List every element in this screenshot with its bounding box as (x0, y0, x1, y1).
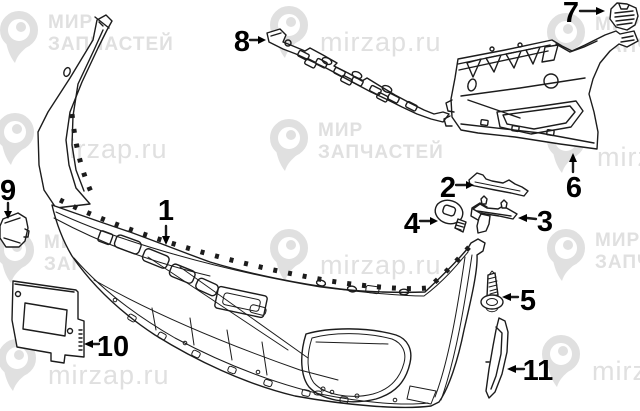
watermark-tile: mirzap.ru (538, 330, 640, 388)
callout-1-label[interactable]: 1 (158, 195, 174, 227)
callout-11[interactable]: 11 (507, 355, 553, 387)
bumper-body (51, 204, 486, 409)
callout-8-label[interactable]: 8 (234, 26, 250, 58)
watermark-site: mirzap.ru (597, 142, 640, 172)
callout-6[interactable]: 6 (566, 153, 582, 204)
part-details (442, 204, 467, 233)
callout-5-label[interactable]: 5 (520, 285, 536, 317)
part-10-license-plate-bracket[interactable] (11, 280, 85, 364)
part-details (14, 283, 83, 351)
part-details (3, 217, 30, 244)
watermark-tile: mirzap.ru (266, 224, 442, 282)
part-outline (0, 212, 29, 248)
part-5-screw[interactable] (480, 270, 504, 313)
callout-2[interactable]: 2 (440, 172, 474, 204)
callout-10-label[interactable]: 10 (97, 331, 129, 363)
location-pin-icon (0, 113, 34, 165)
callout-5-arrowhead (502, 293, 511, 301)
location-pin-icon (270, 229, 308, 281)
watermark-site: mirzap.ru (320, 27, 442, 57)
callout-3-label[interactable]: 3 (537, 206, 553, 238)
part-2-upper-molding[interactable] (468, 172, 529, 197)
watermark-site: mirzap.ru (592, 356, 640, 386)
part-3-upper-bracket[interactable] (472, 195, 518, 234)
part-11-lower-side-molding[interactable] (485, 317, 509, 399)
part-details (480, 270, 504, 313)
callout-1-arrowhead (162, 236, 170, 245)
part-outline (11, 280, 85, 364)
location-pin-icon (542, 335, 580, 387)
part-details (485, 326, 503, 390)
callout-9-label[interactable]: 9 (0, 175, 16, 207)
part-details (614, 3, 635, 26)
part-details (270, 32, 418, 112)
part-details (474, 181, 521, 192)
watermark-site: mirzap.ru (320, 250, 442, 280)
part-outline (485, 317, 509, 399)
callout-2-label[interactable]: 2 (440, 172, 456, 204)
part-4-grommet-nut[interactable] (432, 197, 467, 233)
callout-8-arrowhead (258, 36, 266, 44)
callout-11-label[interactable]: 11 (523, 355, 554, 387)
callout-4-label[interactable]: 4 (404, 208, 420, 240)
location-pin-icon (547, 229, 585, 281)
part-outline (434, 199, 464, 225)
callout-9-arrowhead (4, 211, 12, 219)
part-outline (266, 28, 450, 123)
callout-1[interactable]: 1 (158, 195, 174, 245)
callout-4[interactable]: 4 (404, 208, 438, 240)
callout-4-arrowhead (430, 217, 438, 225)
callout-6-arrowhead (569, 153, 577, 162)
callout-7-arrowhead (596, 7, 605, 15)
part-outline (450, 30, 639, 150)
location-pin-icon (270, 119, 308, 171)
watermark-site: mirzap.ru (48, 360, 170, 390)
callout-5[interactable]: 5 (502, 285, 536, 317)
part-8-energy-absorber[interactable] (266, 28, 450, 123)
part-7-retainer-clip[interactable] (609, 2, 639, 31)
callout-7[interactable]: 7 (563, 0, 605, 29)
part-outline (468, 172, 529, 197)
part-9-access-cover[interactable] (0, 212, 30, 248)
location-pin-icon (0, 11, 38, 63)
callout-6-label[interactable]: 6 (566, 172, 582, 204)
callout-3-arrowhead (518, 214, 527, 222)
callout-9[interactable]: 9 (0, 175, 16, 219)
callout-2-arrowhead (466, 181, 474, 189)
part-6-side-support-bracket[interactable] (443, 30, 639, 150)
callout-7-label[interactable]: 7 (563, 0, 579, 29)
callout-3-leader (525, 216, 538, 221)
bumper-left-wing (37, 14, 113, 209)
bumper-left-wing-details (63, 16, 110, 196)
part-details (443, 35, 635, 144)
callout-3[interactable]: 3 (518, 206, 553, 238)
callout-10-arrowhead (84, 340, 93, 348)
callout-10[interactable]: 10 (84, 331, 129, 363)
part-details (476, 195, 512, 234)
callout-11-arrowhead (507, 365, 516, 373)
callout-8[interactable]: 8 (234, 26, 266, 58)
